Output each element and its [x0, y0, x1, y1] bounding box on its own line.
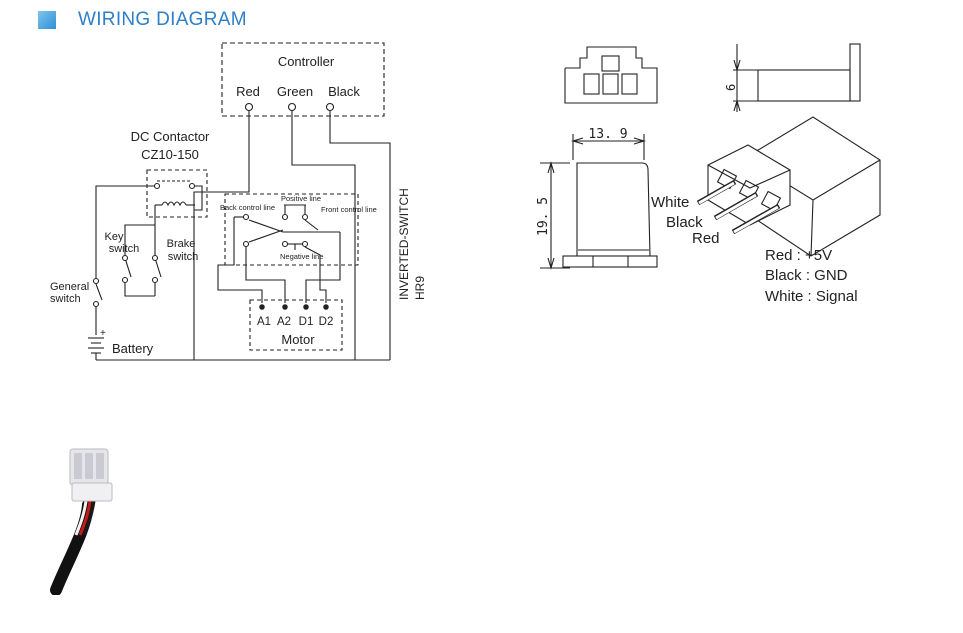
legend-black: Black : GND: [765, 267, 848, 284]
general-switch-label-2: switch: [50, 293, 81, 305]
section-header: WIRING DIAGRAM: [38, 8, 247, 32]
contactor-title: DC Contactor: [131, 129, 210, 144]
terminal-a2: A2: [277, 316, 291, 328]
square-bullet-icon: [38, 11, 56, 29]
battery-plus: +: [100, 328, 106, 339]
inverter-switch-box: [224, 193, 359, 266]
section-title: WIRING DIAGRAM: [78, 9, 247, 30]
pin-white-label: White: [651, 194, 689, 211]
motor-box: [249, 299, 343, 351]
key-switch-label: Key: [105, 231, 124, 243]
battery-label: Battery: [112, 341, 154, 356]
positive-line-label: Positive line: [281, 194, 321, 203]
key-switch-label-2: switch: [109, 243, 140, 255]
front-control-label: Front control line: [321, 205, 377, 214]
terminal-a1: A1: [257, 316, 271, 328]
brake-switch-label-2: switch: [168, 251, 199, 263]
wire-green-label: Green: [277, 84, 313, 99]
dim-height: 6: [724, 84, 738, 91]
brake-switch-label: Brake: [167, 238, 196, 250]
terminal-d2: D2: [319, 316, 334, 328]
negative-line-label: Negative line: [280, 252, 323, 261]
contactor-model: CZ10-150: [141, 147, 199, 162]
pin-red-label: Red: [692, 230, 720, 247]
inverted-switch-label: INVERTED-SWITCH: [397, 188, 411, 300]
hr9-label: HR9: [413, 276, 427, 300]
legend-white: White : Signal: [765, 288, 858, 305]
terminal-d1: D1: [299, 316, 314, 328]
wire-black-label: Black: [328, 84, 360, 99]
contactor-box: [146, 169, 208, 218]
dim-width: 13. 9: [588, 127, 627, 142]
motor-label: Motor: [281, 332, 315, 347]
pin-black-label: Black: [666, 214, 703, 231]
controller-label: Controller: [278, 54, 335, 69]
cable-connector-image: [50, 448, 113, 595]
controller-box: [221, 42, 385, 117]
dim-side: 19. 5: [536, 197, 551, 236]
general-switch-label: General: [50, 281, 89, 293]
back-control-label: Back control line: [220, 203, 275, 212]
legend-red: Red : +5V: [765, 247, 832, 264]
wire-red-label: Red: [236, 84, 260, 99]
